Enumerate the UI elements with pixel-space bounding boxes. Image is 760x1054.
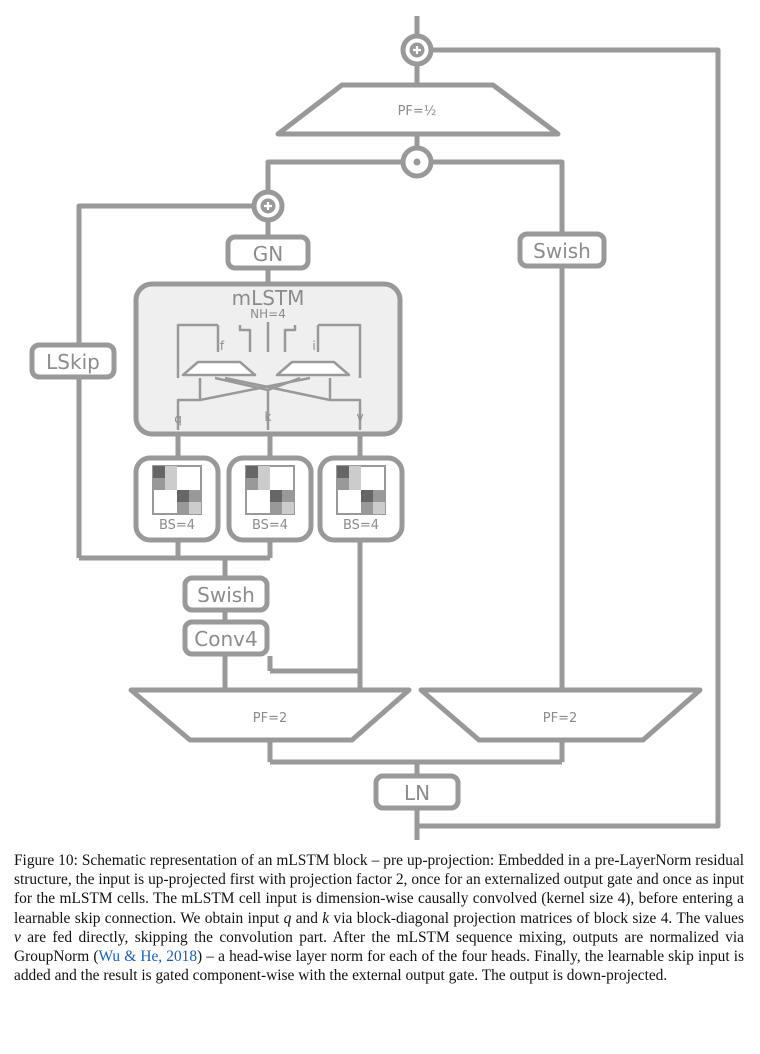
caption-and: and [295, 909, 318, 927]
lskip-label: LSkip [46, 350, 100, 374]
mlstm-gate-f-wire [176, 323, 220, 378]
ln-label: LN [404, 781, 430, 805]
figure-caption: Figure 10: Schematic representation of a… [14, 851, 744, 985]
mlstm-cell [133, 281, 403, 437]
mlstm-gate-i-wire [316, 323, 362, 378]
swish-fan-line [79, 540, 273, 578]
caption-suffix: ) – a head-wise layer norm for each of t… [14, 948, 744, 985]
plus-dot-line [265, 159, 402, 190]
swish-right-box [517, 231, 607, 269]
mlstm-block-diagram: PF=½ GN Swish mLSTM NH=4 LSkip f i q k v… [29, 16, 721, 840]
pf2-left-label: PF=2 [253, 711, 287, 726]
caption-mid2: are fed directly, skipping the convoluti… [14, 928, 744, 966]
caption-var-q: q [283, 909, 292, 927]
residual-path [417, 47, 721, 829]
k-label: k [265, 410, 272, 424]
caption-var-v: v [14, 928, 21, 946]
caption-prefix: Figure 10: Schematic representation of a… [14, 852, 744, 927]
v-label: v [356, 410, 363, 424]
plus-circle-icon [400, 33, 434, 67]
lskip-path [76, 203, 252, 558]
block-diagonal-matrix-icon [152, 465, 386, 515]
gn-label: GN [253, 242, 283, 266]
bs-q-label: BS=4 [159, 518, 195, 533]
mlstm-q-wire [176, 378, 202, 430]
pf2-right-label: PF=2 [543, 711, 577, 726]
nh-label: NH=4 [250, 307, 286, 321]
up-projection-left [128, 687, 412, 743]
conv4-box [182, 619, 270, 657]
mlstm-head-left [181, 360, 257, 377]
caption-mid1: via block-diagonal projection matrices o… [333, 909, 744, 927]
mlstm-label: mLSTM [232, 286, 305, 310]
bs-v-label: BS=4 [343, 518, 379, 533]
v-branch-line [267, 656, 363, 690]
swish-left-label: Swish [197, 583, 255, 607]
gate-i-label: i [312, 339, 315, 353]
mlstm-v-wire [328, 378, 362, 430]
mlstm-side-wires [238, 325, 297, 352]
bs-k-label: BS=4 [252, 518, 288, 533]
caption-citation-link[interactable]: Wu & He, 2018 [98, 948, 198, 966]
right-branch-line [433, 159, 565, 690]
lskip-box [29, 342, 117, 380]
swish-left-box [182, 575, 270, 613]
conv4-label: Conv4 [194, 627, 257, 651]
pf-half-label: PF=½ [398, 104, 437, 119]
dot-circle-icon [400, 145, 434, 179]
down-projection [275, 82, 561, 137]
plus-circle-icon [251, 189, 285, 223]
q-label: q [174, 412, 182, 426]
mlstm-head-right [275, 360, 351, 377]
split-line [267, 739, 565, 776]
mlstm-cross-wires [199, 376, 331, 402]
caption-var-k: k [322, 909, 330, 927]
swish-right-label: Swish [533, 239, 591, 263]
ln-box [373, 773, 461, 811]
up-projection-right [418, 687, 703, 743]
gn-box [225, 234, 311, 271]
gate-f-label: f [220, 339, 225, 353]
